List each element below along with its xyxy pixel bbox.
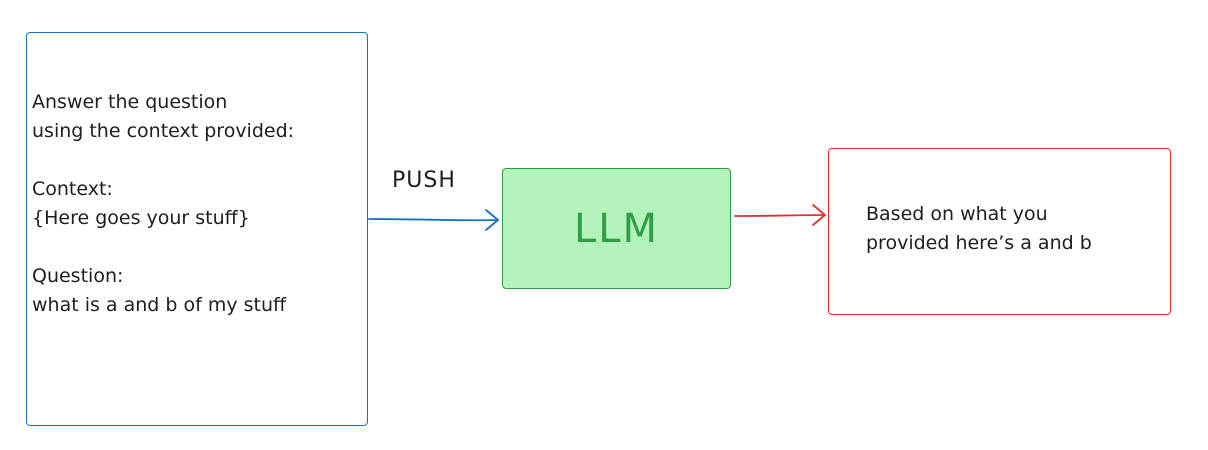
llm-label: LLM [573, 205, 660, 252]
output-arrow [734, 204, 826, 226]
prompt-text: Answer the question using the context pr… [32, 91, 295, 316]
llm-box [502, 168, 731, 289]
push-arrow [368, 209, 499, 231]
output-box [828, 148, 1171, 315]
push-label: PUSH [392, 168, 456, 193]
prompt-box [26, 32, 368, 426]
output-text: Based on what you provided here’s a and … [866, 203, 1092, 254]
